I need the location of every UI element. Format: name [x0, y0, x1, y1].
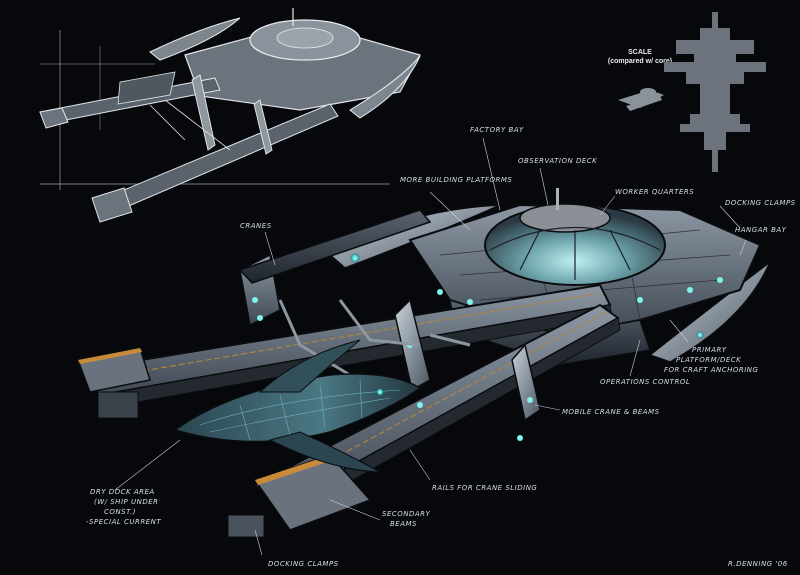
label-docking-clamps-top: DOCKING CLAMPS	[725, 199, 796, 207]
main-station: FACTORY BAY OBSERVATION DECK MORE BUILDI…	[76, 126, 796, 568]
label-docking-clamps-bottom: DOCKING CLAMPS	[268, 560, 339, 568]
label-dry-dock-1: DRY DOCK AREA	[90, 488, 155, 496]
label-secondary-1: SECONDARY	[382, 510, 431, 518]
ship-under-construction	[173, 339, 422, 473]
label-primary-platform-1: PRIMARY	[692, 346, 727, 354]
scale-reference: SCALE (compared w/ core)	[608, 12, 766, 172]
label-secondary-2: BEAMS	[390, 520, 417, 528]
label-dry-dock-3: CONST.)	[104, 508, 136, 516]
label-cranes: CRANES	[240, 222, 272, 230]
label-primary-platform-3: FOR CRAFT ANCHORING	[664, 366, 759, 374]
sketch-view	[39, 8, 421, 223]
scale-subtitle: (compared w/ core)	[608, 58, 672, 65]
label-factory-bay: FACTORY BAY	[470, 126, 524, 134]
label-dry-dock-2: (W/ SHIP UNDER	[94, 498, 159, 506]
label-dry-dock-4: -SPECIAL CURRENT	[86, 518, 161, 526]
label-operations-control: OPERATIONS CONTROL	[600, 378, 690, 386]
label-mobile-crane: MOBILE CRANE & BEAMS	[562, 408, 660, 416]
label-workers-quarters: WORKER QUARTERS	[615, 188, 694, 196]
label-hangar: HANGAR BAY	[735, 226, 787, 234]
label-observation-deck: OBSERVATION DECK	[518, 157, 598, 165]
artist-signature: R.DENNING '06	[728, 560, 788, 568]
label-primary-platform-2: PLATFORM/DECK	[676, 356, 742, 364]
scale-title: SCALE	[628, 49, 652, 56]
label-more-buildings: MORE BUILDING PLATFORMS	[400, 176, 512, 184]
label-rails: RAILS FOR CRANE SLIDING	[432, 484, 537, 492]
